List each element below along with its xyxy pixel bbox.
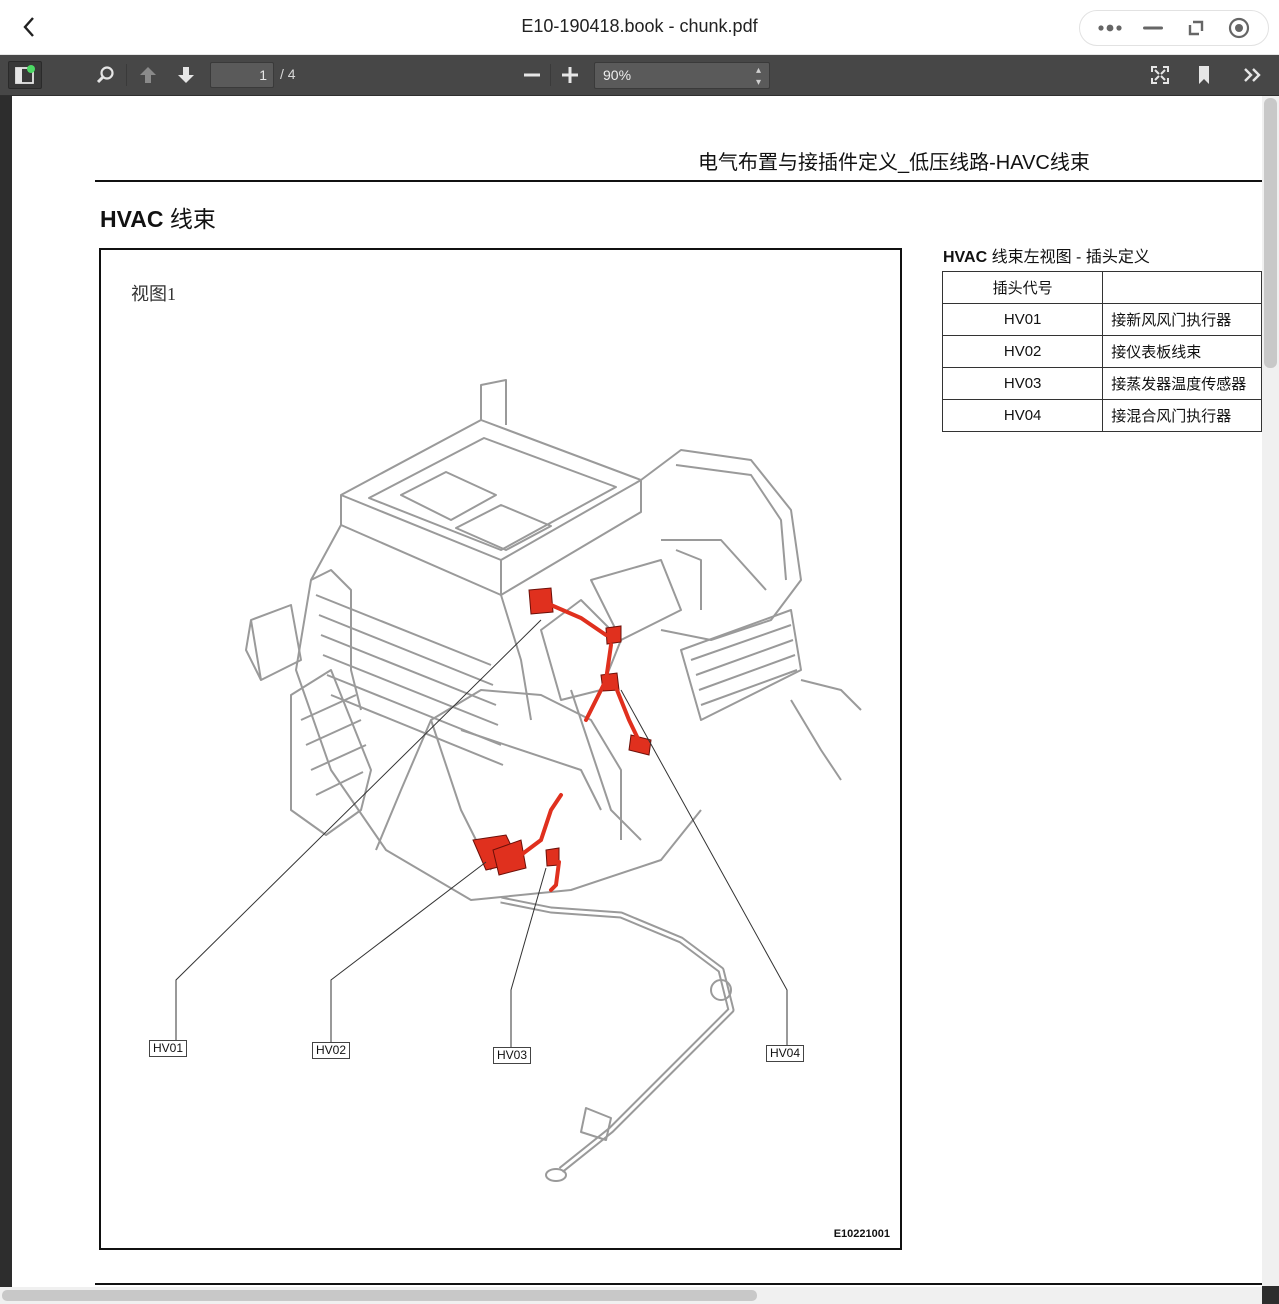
header-desc [1102, 271, 1262, 304]
section-title-rest: 线束 [163, 206, 216, 232]
window-controls [1079, 10, 1269, 46]
minimize-icon [1142, 26, 1163, 30]
header-code: 插头代号 [941, 271, 1104, 304]
document-header: 电气布置与接插件定义_低压线路-HAVC线束 [698, 152, 1090, 174]
callout-hv01: HV01 [149, 1040, 188, 1057]
zoom-out-icon [524, 73, 540, 77]
connector-table: 插头代号 HV01 接新风风门执行器 HV02 接仪表板线束 HV03 接蒸发器… [941, 271, 1262, 432]
document-viewer[interactable]: 电气布置与接插件定义_低压线路-HAVC线束 HVAC 线束 视图1 [0, 96, 1279, 1304]
header-rule [95, 180, 1265, 182]
sidebar-icon [15, 65, 35, 84]
tools-button[interactable] [1238, 61, 1268, 89]
row-desc: 接新风风门执行器 [1102, 303, 1262, 336]
bookmark-icon [1199, 66, 1209, 84]
table-row: HV02 接仪表板线束 [941, 335, 1262, 368]
zoom-in-button[interactable] [556, 61, 584, 89]
harness-figure: 视图1 [99, 248, 902, 1250]
table-title: HVAC 线束左视图 - 插头定义 [943, 243, 1150, 267]
search-icon [96, 66, 114, 84]
view-label: 视图1 [131, 284, 176, 304]
callout-hv02: HV02 [312, 1042, 351, 1059]
vertical-scroll-thumb[interactable] [1264, 98, 1277, 368]
minimize-button[interactable] [1138, 13, 1168, 43]
more-icon [1097, 24, 1122, 32]
table-row: HV04 接混合风门执行器 [941, 399, 1262, 432]
table-title-rest: 线束左视图 - 插头定义 [987, 249, 1150, 266]
prev-page-button[interactable] [134, 61, 162, 89]
row-desc: 接混合风门执行器 [1102, 399, 1262, 432]
table-header-row: 插头代号 [941, 271, 1262, 304]
row-code: HV01 [941, 303, 1104, 336]
vertical-scrollbar[interactable] [1262, 96, 1279, 1286]
figure-code: E10221001 [833, 1228, 890, 1240]
table-title-bold: HVAC [943, 249, 988, 266]
presentation-icon [1151, 66, 1169, 84]
more-button[interactable] [1095, 13, 1125, 43]
select-arrows-icon: ▴▾ [755, 65, 761, 88]
prev-page-icon [140, 67, 156, 83]
next-page-button[interactable] [172, 61, 200, 89]
restore-button[interactable] [1181, 13, 1211, 43]
row-desc: 接蒸发器温度传感器 [1102, 367, 1262, 400]
row-desc: 接仪表板线束 [1102, 335, 1262, 368]
page-total: / 4 [280, 66, 296, 82]
zoom-select[interactable]: 90% ▴▾ [594, 62, 770, 89]
horizontal-scroll-thumb[interactable] [2, 1290, 757, 1301]
window-title: E10-190418.book - chunk.pdf [521, 16, 758, 36]
zoom-out-button[interactable] [518, 61, 546, 89]
search-button[interactable] [92, 61, 120, 89]
close-button[interactable] [1224, 13, 1254, 43]
zoom-in-icon [562, 67, 578, 83]
pdf-page: 电气布置与接插件定义_低压线路-HAVC线束 HVAC 线束 视图1 [12, 96, 1265, 1304]
page-number-input[interactable]: 1 [210, 62, 274, 88]
row-code: HV03 [941, 367, 1104, 400]
restore-icon [1188, 20, 1203, 36]
pdf-toolbar: 1 / 4 90% ▴▾ [0, 55, 1279, 96]
row-code: HV04 [941, 399, 1104, 432]
row-code: HV02 [941, 335, 1104, 368]
callout-hv03: HV03 [493, 1047, 532, 1064]
close-icon [1228, 17, 1249, 39]
callout-hv04: HV04 [766, 1045, 805, 1062]
bookmark-button[interactable] [1190, 61, 1218, 89]
tools-icon [1244, 68, 1261, 82]
sidebar-toggle-button[interactable] [8, 61, 42, 89]
table-row: HV01 接新风风门执行器 [941, 303, 1262, 336]
title-bar: E10-190418.book - chunk.pdf [0, 0, 1279, 55]
back-button[interactable] [14, 12, 44, 42]
table-row: HV03 接蒸发器温度传感器 [941, 367, 1262, 400]
section-title-bold: HVAC [100, 206, 164, 232]
section-title: HVAC 线束 [100, 200, 216, 234]
horizontal-scrollbar[interactable] [0, 1287, 1262, 1304]
back-icon [23, 17, 34, 37]
zoom-value: 90% [603, 67, 632, 83]
hvac-assembly-drawing [175, 379, 862, 1182]
next-page-icon [178, 67, 194, 83]
footer-rule [95, 1283, 1265, 1285]
presentation-mode-button[interactable] [1146, 61, 1174, 89]
